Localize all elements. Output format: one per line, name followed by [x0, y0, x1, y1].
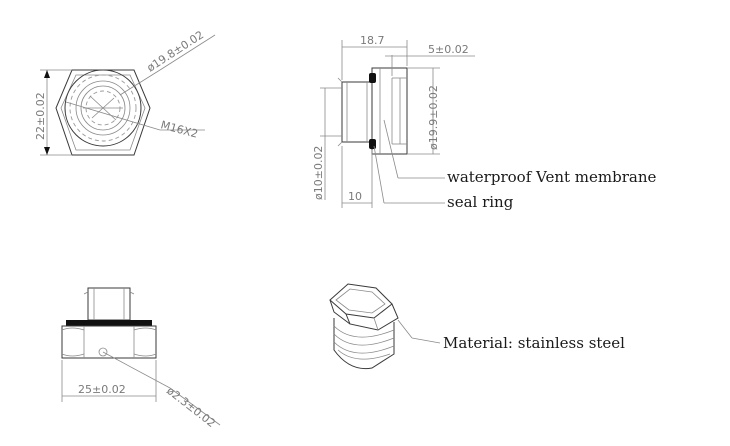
thread-length-label: 10	[348, 190, 362, 203]
material-label: Material: stainless steel	[443, 334, 625, 352]
total-length-label: 18.7	[360, 34, 385, 47]
seal-ring-label: seal ring	[447, 193, 514, 211]
vent-hole-label: ø2.3±0.02	[164, 384, 218, 430]
membrane-label: waterproof Vent membrane	[447, 168, 657, 186]
side-view: 25±0.02 ø2.3±0.02	[61, 287, 221, 430]
hex-width-label: 25±0.02	[78, 383, 126, 396]
section-view: 18.7 5±0.02 ø19.9±0.02 ø10±0.02 10	[312, 34, 475, 208]
cap-length-label: 5±0.02	[428, 43, 469, 56]
isometric-view	[329, 283, 441, 370]
top-view: 22±0.02 ø19.8±0.02 M16X2	[34, 28, 216, 156]
cap-dia-label: ø19.9±0.02	[427, 85, 440, 150]
bore-dia-label: ø10±0.02	[312, 146, 325, 200]
thread-label: M16X2	[159, 118, 199, 140]
hex-height-label: 22±0.02	[34, 92, 47, 140]
outer-dia-label: ø19.8±0.02	[145, 28, 207, 74]
